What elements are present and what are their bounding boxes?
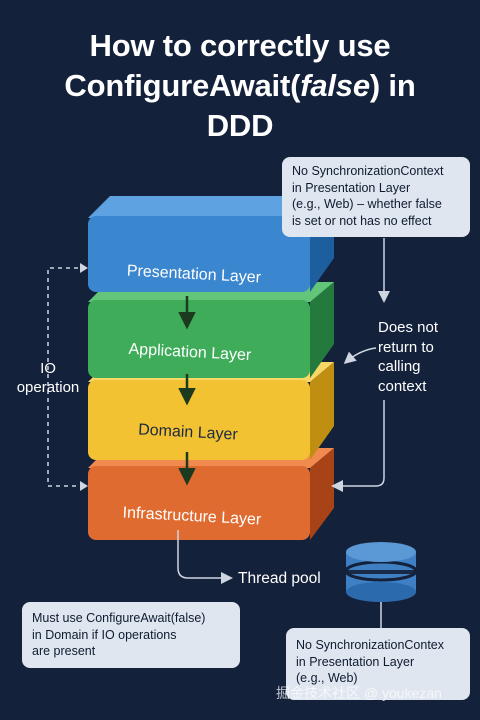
note-left-line-3: are present bbox=[32, 644, 96, 658]
io-operation-bracket bbox=[47, 263, 88, 491]
note-presentation-no-sync-context: No SynchronizationContext in Presentatio… bbox=[282, 157, 470, 237]
title-line-2-em: false bbox=[300, 68, 370, 103]
layer-infrastructure-front bbox=[88, 466, 310, 540]
arrow-to-application-layer bbox=[343, 347, 377, 364]
does-not-return-line-2: return to bbox=[378, 338, 434, 356]
note-top-line-1: No SynchronizationContext bbox=[292, 164, 444, 178]
note-domain-configure-await: Must use ConfigureAwait(false) in Domain… bbox=[22, 602, 240, 668]
note-bottom-line-2: in Presentation Layer bbox=[296, 654, 415, 669]
layer-application: Application Layer bbox=[88, 282, 334, 378]
note-left-line-1: Must use ConfigureAwait(false) bbox=[32, 611, 206, 625]
page-title: How to correctly use ConfigureAwait(fals… bbox=[0, 26, 480, 146]
arrow-context-to-infrastructure bbox=[331, 400, 385, 492]
note-left-line-2: in Domain if IO operations bbox=[32, 627, 177, 642]
io-arrowhead-top bbox=[80, 263, 88, 273]
layer-application-label: Application Layer bbox=[128, 341, 252, 364]
io-arrowhead-bottom bbox=[80, 481, 88, 491]
layer-presentation-top bbox=[88, 196, 334, 218]
io-label-line-1: IO bbox=[40, 360, 56, 377]
layer-domain-label: Domain Layer bbox=[138, 421, 239, 443]
io-operation-label: IO operation bbox=[10, 359, 86, 397]
does-not-return-label: Does not return to calling context bbox=[378, 318, 438, 396]
does-not-return-line-1: Does not bbox=[378, 319, 439, 336]
layer-domain-side bbox=[310, 362, 334, 460]
layer-application-side bbox=[310, 282, 334, 378]
layer-presentation-front bbox=[88, 216, 310, 292]
note-top-line-4: is set or not has no effect bbox=[292, 213, 432, 228]
database-icon bbox=[344, 542, 418, 602]
does-not-return-line-3: calling bbox=[378, 358, 421, 375]
title-line-2-pre: ConfigureAwait( bbox=[64, 68, 301, 103]
arrow-to-thread-pool bbox=[177, 530, 233, 584]
layer-infrastructure-side bbox=[310, 448, 334, 540]
note-bottom-line-1: No SynchronizationContex bbox=[296, 638, 444, 652]
title-line-1: How to correctly use bbox=[89, 28, 391, 63]
note-bottom-no-sync-context: No SynchronizationContex in Presentation… bbox=[286, 628, 470, 700]
io-dashed-line bbox=[47, 267, 86, 487]
title-line-3: DDD bbox=[206, 108, 274, 143]
layer-application-front bbox=[88, 300, 310, 378]
note-top-line-2: in Presentation Layer bbox=[292, 180, 411, 195]
note-top-line-3: (e.g., Web) – whether false bbox=[292, 197, 442, 211]
note-bottom-line-3: (e.g., Web) bbox=[296, 671, 358, 685]
thread-pool-label: Thread pool bbox=[238, 570, 321, 587]
layer-presentation: Presentation Layer bbox=[88, 196, 334, 292]
does-not-return-line-4: context bbox=[378, 377, 427, 395]
layer-infrastructure: Infrastructure Layer bbox=[88, 448, 334, 540]
title-line-2: ConfigureAwait(false) in bbox=[0, 66, 480, 106]
watermark: 掘金技术社区 @ youkezan bbox=[276, 685, 442, 701]
title-line-2-post: ) in bbox=[369, 68, 416, 103]
layer-domain-front bbox=[88, 380, 310, 460]
io-label-line-2: operation bbox=[16, 379, 80, 396]
